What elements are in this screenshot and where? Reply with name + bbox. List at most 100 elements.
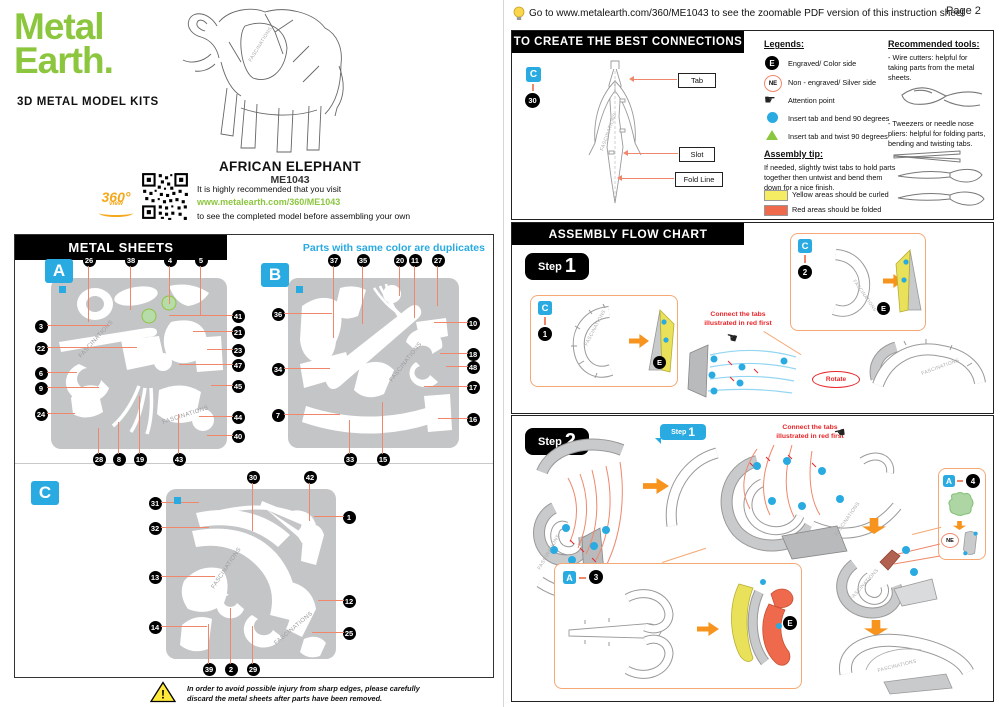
sheet-c-parts-art: FASCINATIONS FASCINATIONS [180, 501, 326, 658]
sheet-section-divider [15, 463, 493, 464]
step2-final-art: FASCINATIONS [839, 633, 974, 695]
part-number: 14 [148, 620, 207, 634]
part-number: 15 [376, 401, 390, 466]
yellow-note: Yellow areas should be curled [792, 190, 889, 199]
step1-number: 1 [688, 425, 695, 439]
sheet-b-corner-mark [296, 286, 303, 293]
part-number: 32 [148, 521, 209, 535]
rotate-label: Rotate [812, 371, 860, 388]
safety-warning-line1: In order to avoid possible injury from s… [187, 684, 420, 693]
part-a3-result-art [731, 579, 794, 666]
part-number: 4 [163, 253, 177, 304]
legend-non-engraved: Non - engraved/ Silver side [788, 78, 877, 87]
part-number: 10 [433, 316, 480, 330]
part-number: 39 [202, 623, 216, 676]
part-number: 12 [317, 594, 356, 608]
yellow-swatch [764, 190, 788, 201]
part-number: 17 [423, 380, 480, 394]
part-number: 40 [206, 429, 245, 443]
metal-earth-logo: Metal Earth. [14, 8, 114, 79]
watermark-text: FASCINATIONS [389, 341, 424, 383]
part-number: 36 [271, 307, 332, 321]
part-number: 21 [192, 325, 245, 339]
part-number: 26 [82, 253, 96, 322]
callout-a4: A 4 NE [938, 468, 986, 560]
duplicates-note: Parts with same color are duplicates [302, 242, 485, 254]
part-number: 25 [311, 626, 356, 640]
step2-number: 2 [564, 430, 576, 452]
assembly-flow-panel: ASSEMBLY FLOW CHART Step 1 C 1 FASCINATI… [511, 222, 994, 414]
part-number: 23 [206, 343, 245, 357]
c1-sheet-badge: C [538, 301, 552, 315]
part-number: 1 [313, 510, 356, 524]
legend-attention: Attention point [788, 96, 835, 105]
part-a4-art [948, 492, 974, 516]
part-number: 30 [246, 470, 260, 531]
part-number: 41 [168, 309, 245, 323]
sheet-b-badge: B [261, 263, 289, 287]
part-number: 34 [271, 362, 330, 376]
part-number: 3 [34, 319, 109, 333]
part-number: 33 [343, 419, 357, 466]
part-number: 18 [439, 347, 480, 361]
step1-callout-c2: C 2 FASCINATIONS E [790, 233, 926, 331]
product-sku: ME1043 [270, 174, 310, 186]
non-engraved-symbol: NE [764, 75, 782, 92]
badge-360-view: 360° view [92, 190, 140, 217]
engraved-badge: E [653, 356, 666, 369]
sheet-a-corner-mark [59, 286, 66, 293]
twist-triangle-symbol [766, 130, 778, 140]
safety-warning-line2: discard the metal sheets after parts hav… [187, 694, 383, 704]
connect-tabs-note: Connect the tabs illustrated in red firs… [776, 424, 844, 440]
part-number: 31 [148, 496, 199, 510]
part-number: 20 [393, 253, 407, 296]
connect-tabs-note: Connect the tabs illustrated in red firs… [704, 311, 772, 327]
part-number: 48 [445, 360, 480, 374]
callout-dash [957, 480, 963, 482]
callout-leader [912, 526, 942, 535]
sheet-c-corner-mark [174, 497, 181, 504]
c2-part-number: 2 [798, 265, 812, 279]
a4-sheet-badge: A [943, 475, 955, 487]
part-c1-art: FASCINATIONS [571, 303, 614, 379]
step-word: Step [538, 260, 562, 273]
sheet-a-badge: A [45, 259, 73, 283]
step1-number: 1 [564, 255, 576, 277]
part-number: 27 [431, 253, 445, 306]
sample-part-number: 30 [525, 93, 540, 108]
assembly-flow-header: ASSEMBLY FLOW CHART [512, 223, 744, 245]
best-connections-header: TO CREATE THE BEST CONNECTIONS [512, 31, 744, 53]
badge-360-text: 360° [101, 189, 131, 205]
part-number: 42 [303, 470, 317, 521]
badge-360-sub: view [108, 200, 124, 207]
callout-a3: A 3 E [554, 563, 802, 689]
c1-part-number: 1 [538, 327, 552, 341]
step1-result-art: FASCINATIONS [869, 339, 986, 388]
c2-sheet-badge: C [798, 239, 812, 253]
non-engraved-badge: NE [941, 533, 959, 548]
part-number: 7 [271, 408, 340, 422]
a3-part-number: 3 [589, 570, 603, 584]
page-divider [503, 0, 504, 707]
callout-dash [804, 255, 806, 263]
legends-title: Legends: [764, 39, 805, 49]
step2-joined-cluster: FASCINATIONS [665, 444, 902, 560]
step-word: Step [671, 428, 687, 436]
tool-pliers: - Tweezers or needle nose pliers: helpfu… [888, 119, 986, 148]
watermark-text: FASCINATIONS [921, 357, 961, 376]
sheet-b-parts-art: FASCINATIONS [300, 283, 452, 434]
assembly-tip-title: Assembly tip: [764, 149, 824, 159]
step1-callout-c1: C 1 FASCINATIONS E [530, 295, 678, 387]
slot-callout: Slot [679, 147, 715, 162]
warning-mark: ! [161, 688, 165, 702]
zoomable-pdf-note: Go to www.metalearth.com/360/ME1043 to s… [529, 8, 965, 19]
badge-360-swoosh [99, 209, 133, 217]
part-c2-art: FASCINATIONS [831, 248, 878, 317]
part-number: 44 [198, 410, 245, 424]
metal-sheets-header: METAL SHEETS [15, 235, 227, 260]
callout-dash [579, 577, 586, 579]
page-number: Page 2 [946, 5, 981, 17]
step2-sub-assembly: FASCINATIONS [836, 543, 941, 619]
part-number: 28 [92, 427, 106, 466]
